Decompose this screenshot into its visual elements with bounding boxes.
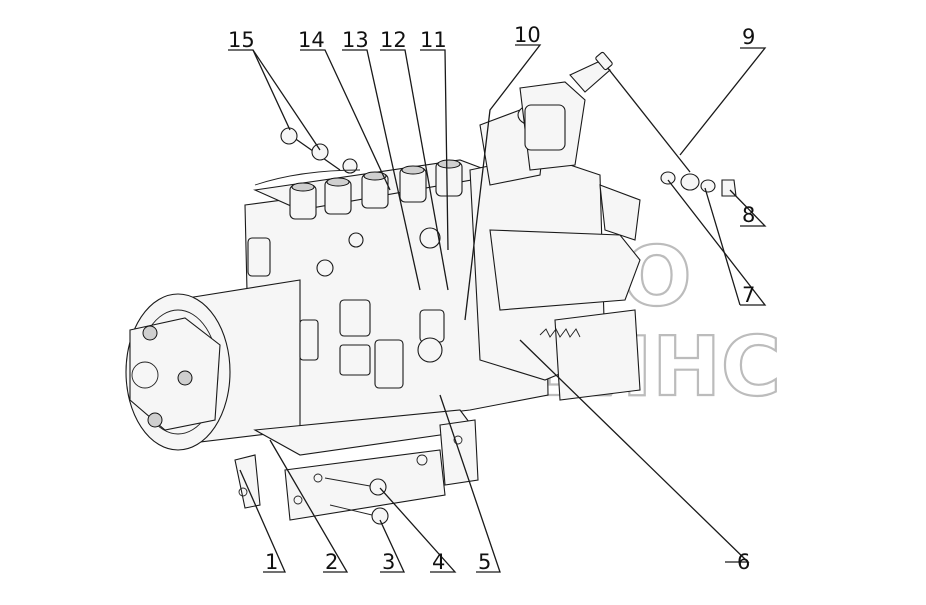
callout-3: 3 — [382, 550, 395, 574]
adjusting-spring — [539, 328, 581, 338]
drive-housing — [125, 279, 301, 451]
callout-5: 5 — [478, 550, 491, 574]
banjo-washers — [660, 171, 737, 197]
leader-lines — [228, 44, 767, 573]
callouts: 1 2 3 4 5 6 7 8 9 10 11 12 13 14 15 — [228, 23, 755, 574]
mounting-bolts — [324, 477, 389, 525]
callout-12: 12 — [380, 28, 407, 52]
callout-1: 1 — [265, 550, 278, 574]
callout-10: 10 — [514, 23, 541, 47]
callout-11: 11 — [420, 28, 447, 52]
delivery-valves — [289, 159, 463, 220]
pump-drawing — [125, 44, 767, 573]
callout-6: 6 — [737, 550, 750, 574]
side-fittings — [247, 227, 445, 389]
callout-9: 9 — [742, 25, 755, 49]
governor-housing — [469, 61, 641, 401]
callout-15: 15 — [228, 28, 255, 52]
return-pipe — [254, 127, 361, 186]
callout-14: 14 — [298, 28, 325, 52]
callout-2: 2 — [325, 550, 338, 574]
callout-8: 8 — [742, 203, 755, 227]
callout-4: 4 — [432, 550, 445, 574]
callout-7: 7 — [742, 283, 755, 307]
callout-13: 13 — [342, 28, 369, 52]
fuel-hose — [595, 51, 691, 173]
